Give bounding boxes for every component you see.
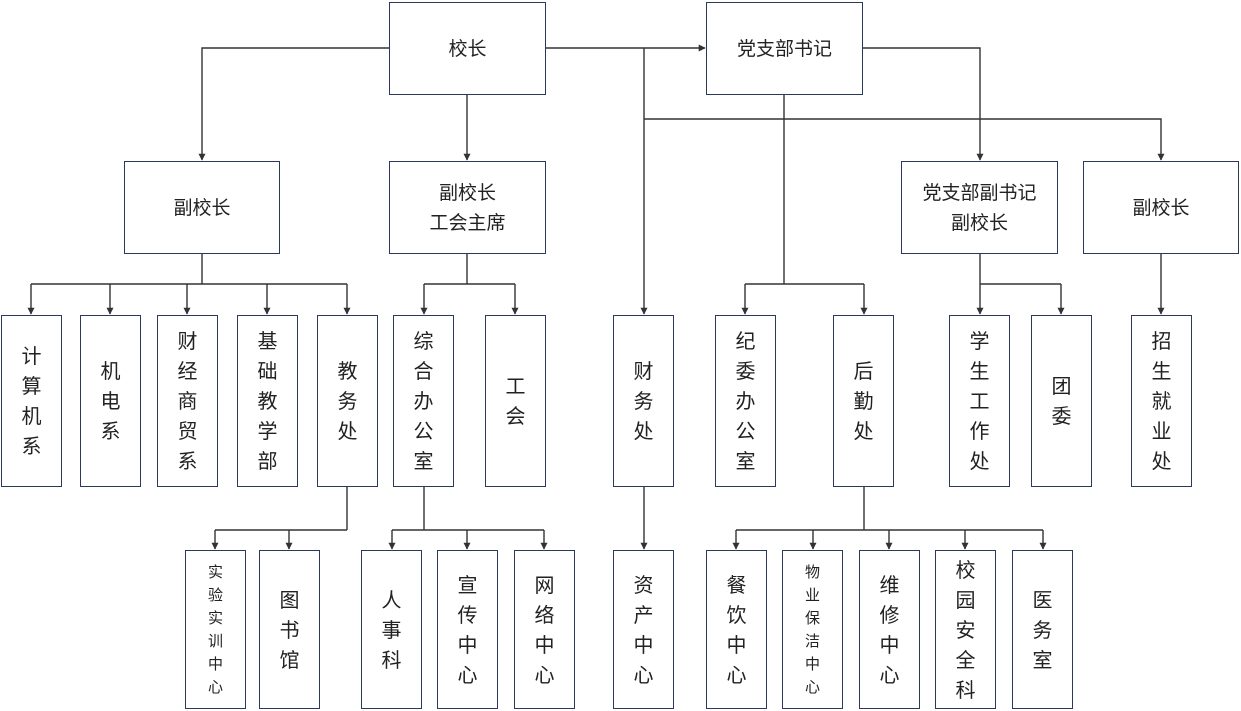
edge-principal-vp-left — [198, 47, 389, 161]
node-vp-right: 副校长 — [1083, 161, 1239, 254]
node-property-cleaning-center: 物 业 保 洁 中 心 — [782, 550, 843, 709]
node-principal: 校长 — [389, 2, 546, 95]
node-union: 工 会 — [485, 315, 546, 487]
node-academic-affairs: 教 务 处 — [317, 315, 378, 487]
node-publicity-center: 宣 传 中 心 — [437, 550, 498, 709]
node-vp-left: 副校长 — [124, 161, 280, 254]
node-library: 图 书 馆 — [259, 550, 320, 709]
node-lab-training-center: 实 验 实 训 中 心 — [185, 550, 246, 709]
node-clinic: 医 务 室 — [1012, 550, 1073, 709]
node-general-office: 综 合 办 公 室 — [393, 315, 454, 487]
node-hr-section: 人 事 科 — [361, 550, 422, 709]
node-discipline-office: 纪 委 办 公 室 — [715, 315, 776, 487]
node-mech-elec-dept: 机 电 系 — [80, 315, 141, 487]
node-campus-security: 校 园 安 全 科 — [935, 550, 996, 709]
node-vp-union-chair: 副校长 工会主席 — [389, 161, 546, 254]
node-catering-center: 餐 饮 中 心 — [706, 550, 767, 709]
node-basic-teaching-dept: 基 础 教 学 部 — [237, 315, 298, 487]
node-party-secretary: 党支部书记 — [706, 2, 863, 95]
node-maintenance-center: 维 修 中 心 — [859, 550, 920, 709]
node-finance-trade-dept: 财 经 商 贸 系 — [157, 315, 218, 487]
node-network-center: 网 络 中 心 — [514, 550, 575, 709]
node-student-affairs: 学 生 工 作 处 — [949, 315, 1010, 487]
node-youth-league: 团 委 — [1031, 315, 1092, 487]
edge-secretary-right — [863, 47, 981, 119]
edge-branch-vp-right — [644, 118, 1165, 161]
node-admissions: 招 生 就 业 处 — [1131, 315, 1192, 487]
node-computer-dept: 计 算 机 系 — [1, 315, 62, 487]
node-deputy-secretary-vp: 党支部副书记 副校长 — [901, 161, 1058, 254]
node-asset-center: 资 产 中 心 — [613, 550, 674, 709]
node-logistics: 后 勤 处 — [833, 315, 894, 487]
node-finance-office: 财 务 处 — [613, 315, 674, 487]
